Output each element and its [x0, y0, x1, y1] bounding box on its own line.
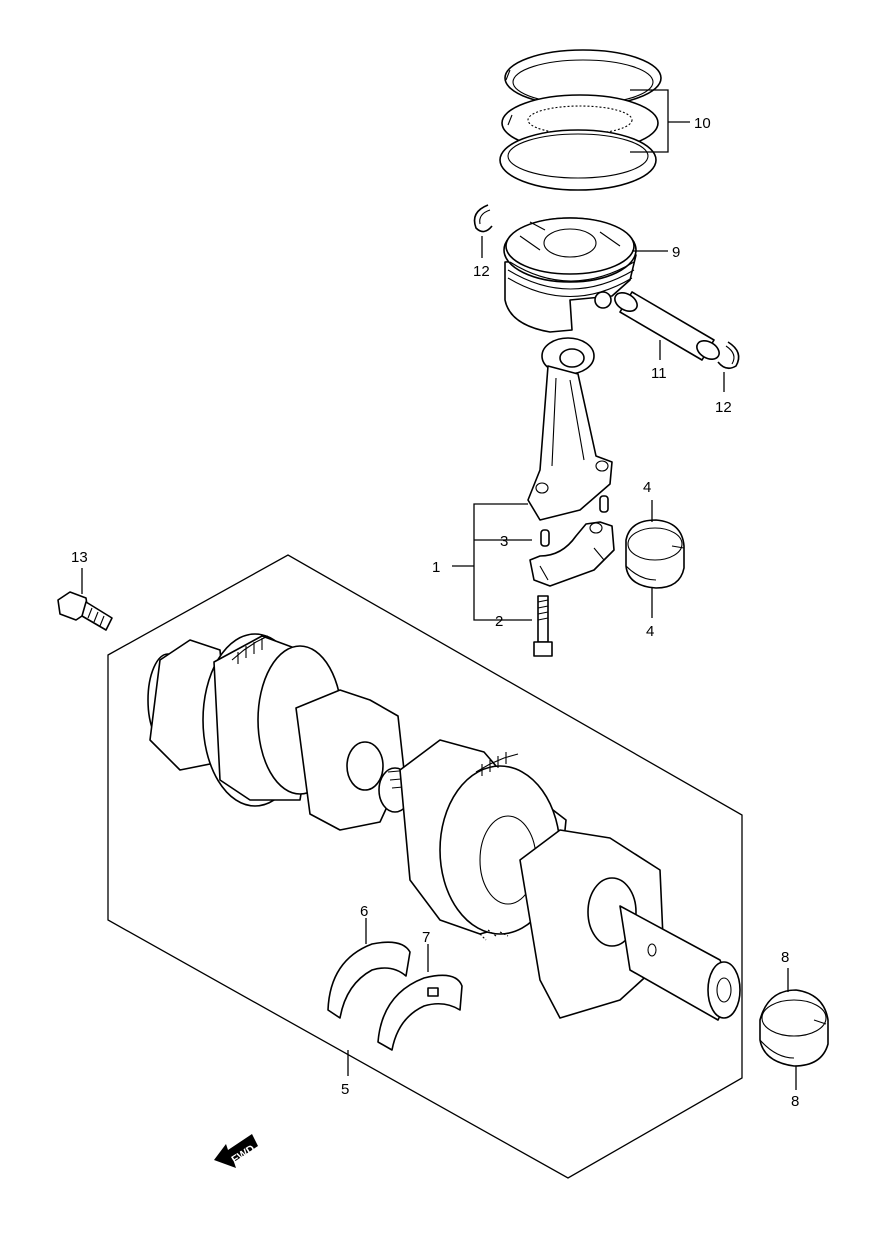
connecting-rod[interactable] — [527, 337, 613, 521]
callout-7: 7 — [422, 929, 430, 946]
circlip-left[interactable] — [473, 204, 493, 233]
callout-10-leader — [630, 89, 690, 153]
fwd-arrow-icon: FWD — [214, 1134, 258, 1168]
rod-dowel[interactable] — [540, 529, 550, 547]
callout-1-leader — [452, 503, 532, 621]
crankcase-bolt[interactable] — [57, 591, 113, 631]
circlip-right[interactable] — [717, 341, 740, 370]
callout-10: 10 — [694, 115, 711, 132]
piston-pin[interactable] — [612, 289, 723, 363]
callout-2: 2 — [495, 613, 503, 630]
callout-12-left: 12 — [473, 263, 490, 280]
callout-8-top: 8 — [781, 949, 789, 966]
thrust-washer-upper[interactable] — [327, 941, 411, 1019]
piston-rings[interactable] — [499, 49, 662, 191]
callout-1: 1 — [432, 559, 440, 576]
crankshaft[interactable] — [147, 633, 741, 1021]
callout-9: 9 — [672, 244, 680, 261]
rod-bolt[interactable] — [533, 595, 553, 657]
main-bearing[interactable] — [759, 989, 829, 1067]
callout-4-top: 4 — [643, 479, 651, 496]
callout-6: 6 — [360, 903, 368, 920]
callout-3: 3 — [500, 533, 508, 550]
callout-13: 13 — [71, 549, 88, 566]
rod-cap[interactable] — [529, 521, 615, 587]
callout-12-right: 12 — [715, 399, 732, 416]
piston[interactable] — [503, 217, 637, 333]
thrust-washer-lower[interactable] — [377, 974, 463, 1051]
callout-5: 5 — [341, 1081, 349, 1098]
conrod-bearing[interactable] — [625, 519, 685, 589]
callout-4-bottom: 4 — [646, 623, 654, 640]
callout-11: 11 — [651, 365, 667, 382]
crankshaft-assembly-outline — [107, 554, 743, 1179]
callout-8-bottom: 8 — [791, 1093, 799, 1110]
